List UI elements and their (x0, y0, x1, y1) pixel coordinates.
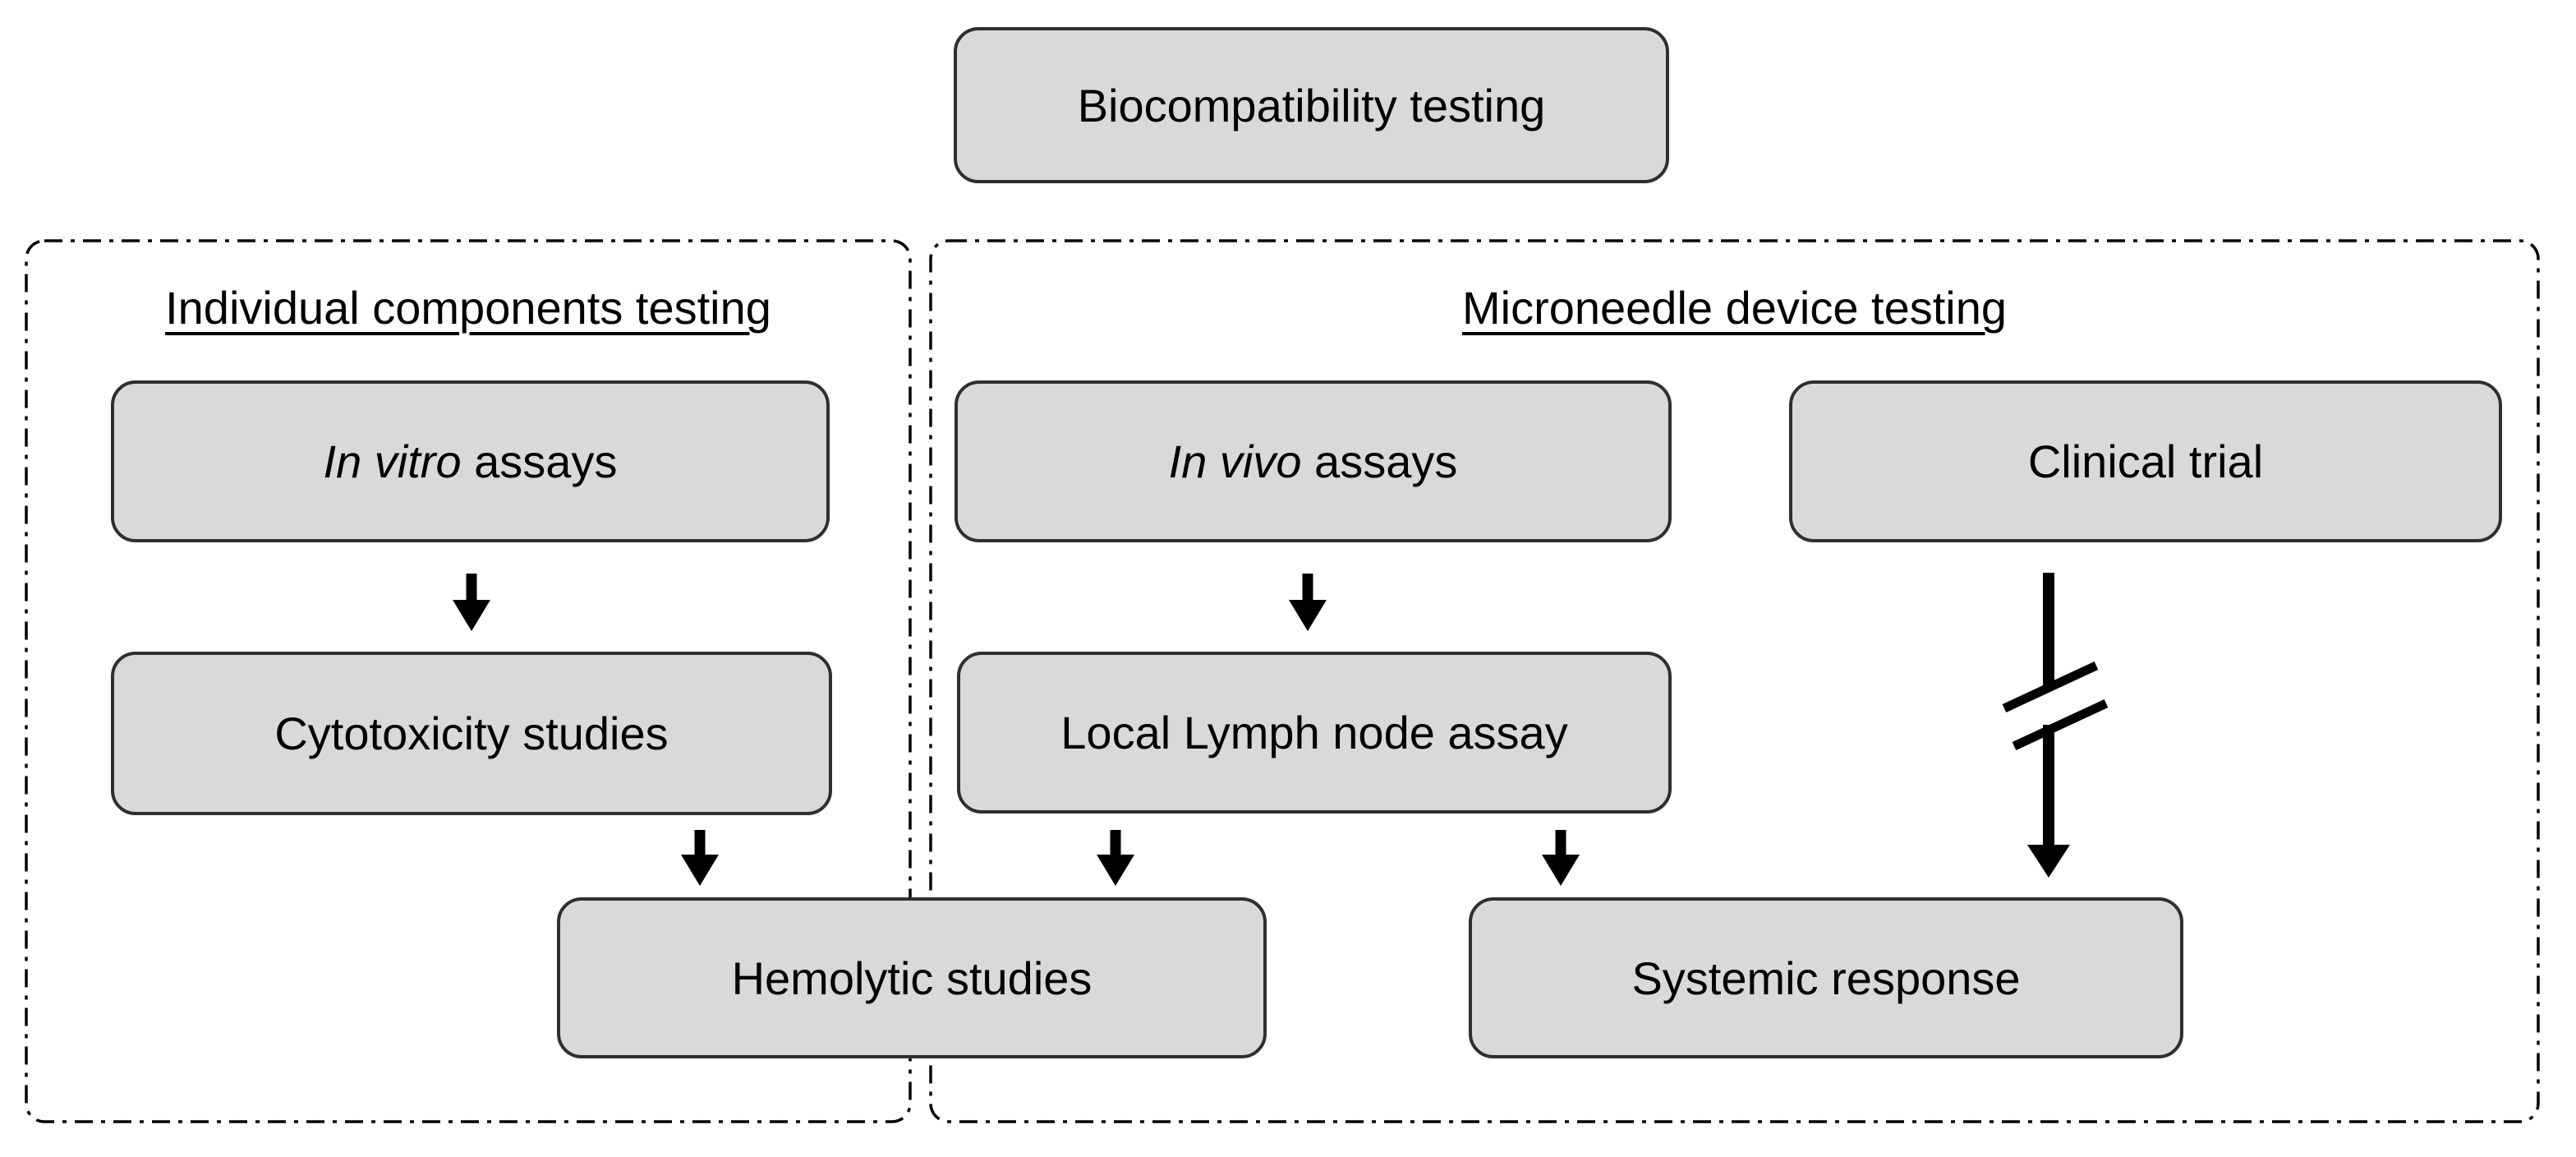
section-title-microneedle-device: Microneedle device testing (931, 281, 2538, 334)
node-biocompatibility-testing: Biocompatibility testing (954, 27, 1669, 183)
section-title-text: Individual components testing (165, 282, 771, 334)
node-label: Clinical trial (2027, 436, 2264, 487)
section-border-microneedle-device (929, 239, 2540, 1123)
node-label: Biocompatibility testing (1077, 79, 1546, 131)
down-arrow-icon-invitro-to-cytotoxicity (453, 574, 490, 631)
section-title-individual-components: Individual components testing (26, 281, 910, 334)
node-label: In vivo assays (1169, 435, 1458, 488)
broken-down-arrow-icon-clinical-to-systemic (2002, 573, 2109, 878)
down-arrow-icon-cytotoxicity-to-hemolytic (681, 830, 719, 886)
node-label-rest: assays (1301, 436, 1458, 487)
node-label: Cytotoxicity studies (274, 708, 669, 759)
section-border-individual-components (25, 239, 912, 1123)
node-cytotoxicity-studies: Cytotoxicity studies (111, 652, 832, 815)
node-label: Local Lymph node assay (1060, 707, 1568, 758)
node-local-lymph-node-assay: Local Lymph node assay (957, 652, 1672, 814)
down-arrow-icon-locallymph-to-systemic (1542, 830, 1580, 886)
node-label: In vitro assays (324, 435, 618, 488)
node-in-vivo-assays: In vivo assays (954, 380, 1672, 542)
node-label: Systemic response (1631, 952, 2021, 1004)
node-label-rest: assays (461, 436, 618, 487)
node-clinical-trial: Clinical trial (1789, 380, 2502, 542)
break-slash-icon (2012, 699, 2109, 750)
node-label: Hemolytic studies (731, 952, 1092, 1004)
section-title-text: Microneedle device testing (1461, 282, 2008, 334)
node-systemic-response: Systemic response (1469, 897, 2183, 1058)
break-slash-icon (2002, 661, 2099, 712)
down-arrow-icon-locallymph-to-hemolytic (1097, 830, 1134, 886)
node-in-vitro-assays: In vitro assays (111, 380, 830, 542)
down-arrow-icon-invivo-to-locallymph (1289, 574, 1327, 631)
node-label-italic: In vitro (323, 436, 462, 487)
node-label-italic: In vivo (1168, 436, 1302, 487)
node-hemolytic-studies: Hemolytic studies (557, 897, 1267, 1058)
